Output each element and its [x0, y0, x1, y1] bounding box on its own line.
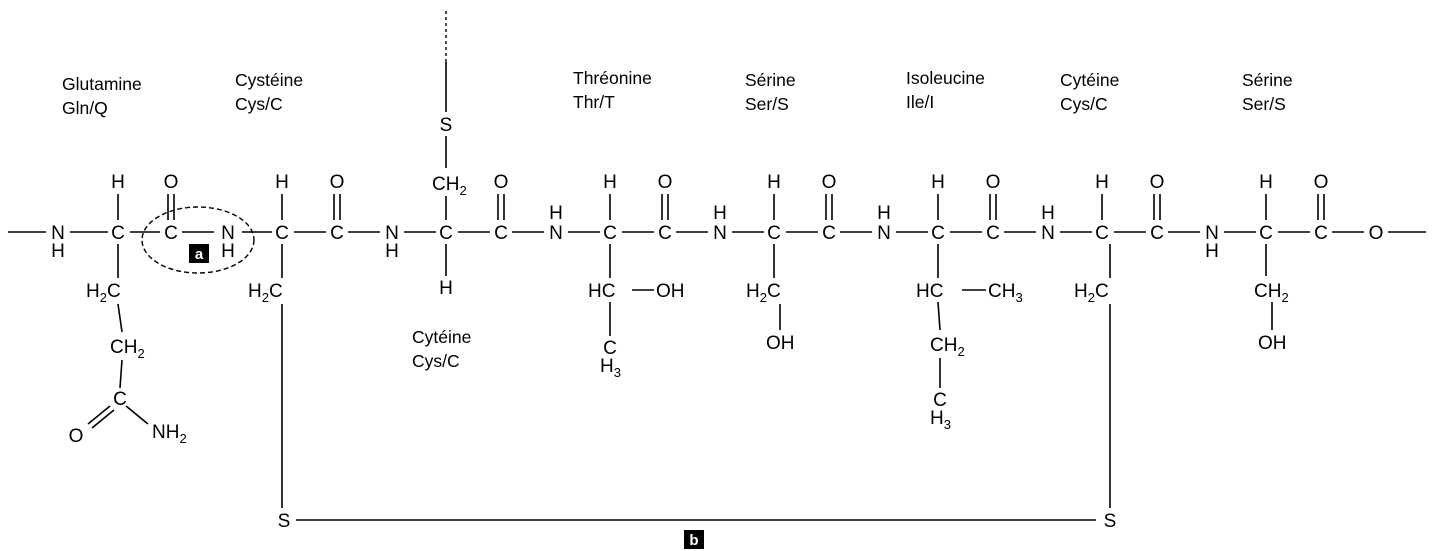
atom-s: S: [278, 511, 291, 532]
atom-o: O: [1369, 223, 1384, 244]
residue-code: Cys/C: [412, 351, 460, 371]
atom-hc: HC: [916, 281, 943, 302]
atom-h: H: [275, 172, 289, 193]
residue-name: Cystéine: [235, 70, 303, 90]
atom-h: H: [385, 241, 399, 262]
atom-ch2: CH2: [1254, 281, 1289, 305]
atom-c: C: [767, 223, 781, 244]
atom-o: O: [494, 172, 509, 193]
atom-h: H: [1095, 172, 1109, 193]
atom-n: N: [385, 223, 399, 244]
atom-n: N: [549, 223, 563, 244]
atom-n: N: [1041, 223, 1055, 244]
atom-c: C: [1095, 223, 1109, 244]
atom-s: S: [440, 115, 453, 136]
atom-o: O: [69, 426, 84, 447]
atoms: N H C H C O N H C H C O N H C H C O N H …: [51, 115, 1383, 532]
atom-c: C: [658, 223, 672, 244]
residue-code: Thr/T: [573, 92, 615, 112]
marker-a: a: [189, 244, 209, 263]
residue-name: Isoleucine: [906, 68, 985, 88]
residue-name: Cytéine: [412, 327, 471, 347]
atom-oh: OH: [656, 281, 685, 302]
atom-n: N: [713, 223, 727, 244]
residue-name: Sérine: [1242, 70, 1293, 90]
atom-h: H: [1205, 241, 1219, 262]
residue-code: Ser/S: [745, 94, 789, 114]
atom-c: C: [330, 223, 344, 244]
residue-code: Gln/Q: [62, 98, 108, 118]
atom-h: H: [767, 172, 781, 193]
atom-h: H: [931, 172, 945, 193]
atom-c: C: [164, 223, 178, 244]
atom-o: O: [822, 172, 837, 193]
marker-a-label: a: [195, 246, 204, 263]
atom-n: N: [51, 223, 65, 244]
atom-nh2: NH2: [152, 422, 187, 446]
marker-b: b: [684, 530, 704, 549]
atom-c: C: [111, 223, 125, 244]
atom-h: H: [549, 203, 563, 224]
peptide-bond-highlight: [141, 206, 255, 274]
atom-h: H: [1041, 203, 1055, 224]
atom-hc: HC: [588, 281, 615, 302]
atom-o: O: [658, 172, 673, 193]
atom-n: N: [1205, 223, 1219, 244]
atom-h: H: [1259, 172, 1273, 193]
atom-o: O: [330, 172, 345, 193]
residue-code: Ser/S: [1242, 94, 1286, 114]
atom-h: H: [221, 241, 235, 262]
atom-o: O: [986, 172, 1001, 193]
atom-ch2: CH2: [432, 174, 467, 198]
atom-c: C: [931, 223, 945, 244]
atom-c: C: [1314, 223, 1328, 244]
atom-oh: OH: [1258, 333, 1287, 354]
atom-n: N: [221, 223, 235, 244]
atom-c: C: [113, 389, 127, 410]
atom-ch2: CH2: [110, 337, 145, 361]
atom-h2c: H2C: [1074, 281, 1109, 305]
atom-s: S: [1104, 511, 1117, 532]
atom-o: O: [1314, 172, 1329, 193]
atom-h3: H3: [600, 356, 621, 380]
atom-h: H: [51, 241, 65, 262]
atom-n: N: [877, 223, 891, 244]
atom-ch3: CH3: [988, 281, 1023, 305]
atom-oh: OH: [766, 333, 795, 354]
atom-c: C: [603, 338, 617, 359]
residue-labels: Glutamine Gln/Q Cystéine Cys/C Cytéine C…: [62, 68, 1293, 371]
atom-h: H: [877, 203, 891, 224]
bonds: [8, 10, 1426, 521]
atom-c: C: [1150, 223, 1164, 244]
atom-h: H: [111, 172, 125, 193]
atom-c: C: [275, 223, 289, 244]
atom-h2c: H2C: [86, 281, 121, 305]
atom-o: O: [164, 172, 179, 193]
atom-c: C: [822, 223, 836, 244]
residue-code: Cys/C: [235, 94, 283, 114]
residue-name: Sérine: [745, 70, 796, 90]
atom-h: H: [603, 172, 617, 193]
atom-o: O: [1150, 172, 1165, 193]
residue-name: Cytéine: [1060, 70, 1119, 90]
residue-code: Ile/I: [906, 92, 934, 112]
atom-c: C: [494, 223, 508, 244]
atom-h: H: [713, 203, 727, 224]
atom-h3: H3: [930, 408, 951, 432]
atom-h: H: [439, 278, 453, 299]
atom-ch2: CH2: [930, 335, 965, 359]
atom-c: C: [439, 223, 453, 244]
atom-c: C: [1259, 223, 1273, 244]
residue-name: Thréonine: [573, 68, 652, 88]
atom-h2c: H2C: [248, 281, 283, 305]
atom-c: C: [986, 223, 1000, 244]
atom-c: C: [933, 390, 947, 411]
residue-name: Glutamine: [62, 74, 142, 94]
residue-code: Cys/C: [1060, 94, 1108, 114]
atom-c: C: [603, 223, 617, 244]
atom-h2c: H2C: [746, 281, 781, 305]
marker-b-label: b: [689, 532, 698, 549]
